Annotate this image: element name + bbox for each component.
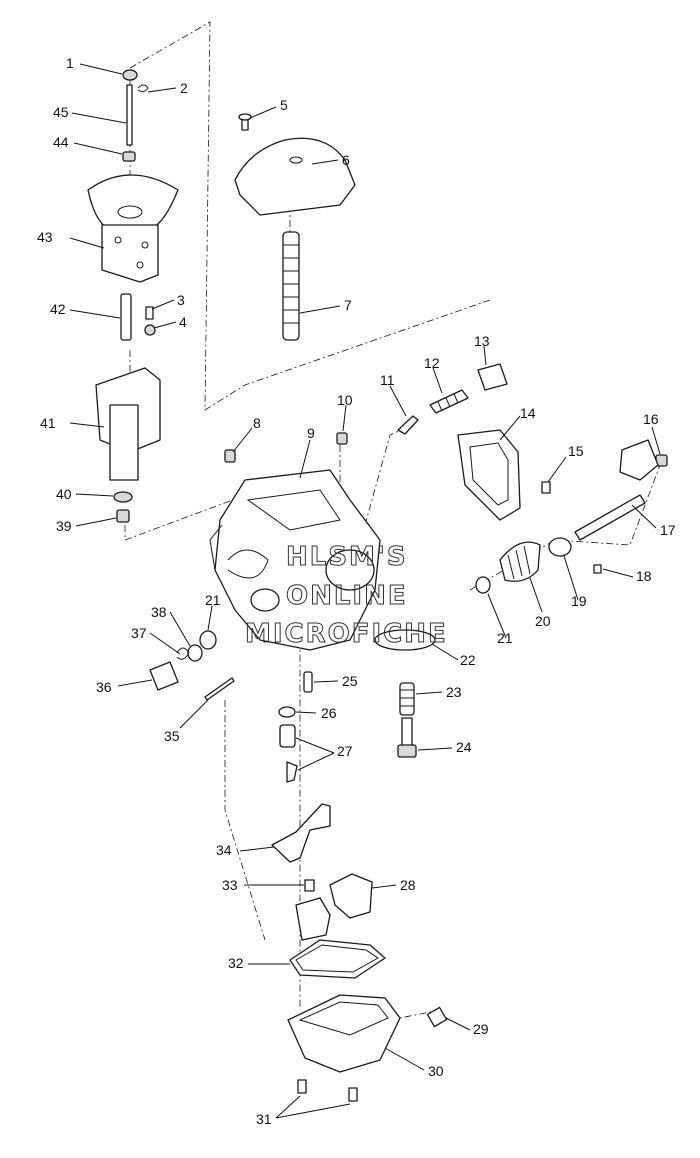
part-9-carburetor-body — [209, 469, 381, 651]
part-22-cap — [374, 629, 436, 651]
part-12-spring — [429, 389, 469, 414]
callout-15: 15 — [568, 443, 584, 459]
callout-45: 45 — [53, 104, 69, 120]
callout-25: 25 — [342, 673, 358, 689]
callout-12: 12 — [424, 355, 440, 371]
callout-21-right: 21 — [497, 630, 513, 646]
callout-23: 23 — [446, 684, 462, 700]
part-40-washer — [113, 491, 133, 503]
callout-34: 34 — [216, 842, 232, 858]
callout-24: 24 — [456, 739, 472, 755]
part-2-clip — [137, 84, 149, 93]
callout-32: 32 — [228, 955, 244, 971]
watermark-line-3: MICROFICHE — [245, 619, 448, 649]
part-23-spring — [399, 682, 415, 716]
part-38-washer — [187, 644, 203, 662]
part-33-screw — [304, 879, 315, 892]
part-15-screw — [541, 481, 551, 494]
watermark: HLSM'S ONLINE MICROFICHE — [245, 542, 448, 650]
part-37-clip — [176, 647, 190, 660]
part-11-pilot-screw — [397, 415, 419, 435]
callout-9: 9 — [307, 425, 315, 441]
callout-5: 5 — [280, 97, 288, 113]
part-5-screw — [238, 113, 252, 131]
callout-22: 22 — [460, 652, 476, 668]
part-14-gasket — [457, 429, 521, 521]
part-26-o-ring — [278, 706, 296, 718]
part-28-float — [295, 873, 373, 941]
part-7-spring — [282, 231, 300, 341]
part-8-screw — [224, 449, 236, 463]
callout-41: 41 — [40, 415, 56, 431]
part-39-nut — [116, 509, 130, 523]
part-25-jet — [303, 671, 313, 693]
part-44-nut — [122, 151, 136, 162]
callout-31: 31 — [256, 1111, 272, 1127]
part-6-cover — [234, 137, 356, 216]
watermark-line-2: ONLINE — [286, 581, 408, 611]
callout-43: 43 — [37, 229, 53, 245]
part-30-float-bowl — [287, 994, 401, 1073]
callout-2: 2 — [180, 80, 188, 96]
callout-21-left: 21 — [205, 592, 221, 608]
part-17-throttle-shaft — [574, 439, 659, 541]
callout-labels: 1 2 3 4 5 6 7 8 9 10 11 12 13 14 15 16 1… — [37, 55, 676, 1127]
part-3-screw — [145, 306, 154, 320]
part-36-cap — [149, 661, 179, 691]
callout-13: 13 — [474, 333, 490, 349]
callout-42: 42 — [50, 301, 66, 317]
part-4-washer — [144, 324, 156, 336]
part-31-screws — [297, 1079, 358, 1102]
part-21-washer-right — [475, 576, 491, 594]
part-10-nut — [336, 432, 348, 445]
part-1-nut — [122, 69, 138, 81]
callout-28: 28 — [400, 877, 416, 893]
part-20-return-spring — [499, 541, 541, 582]
callout-27: 27 — [337, 743, 353, 759]
part-35-pin — [204, 677, 235, 701]
part-24-screw — [397, 717, 417, 758]
callout-26: 26 — [321, 705, 337, 721]
part-21-washer-left — [199, 630, 217, 650]
callout-40: 40 — [56, 486, 72, 502]
callout-18: 18 — [636, 568, 652, 584]
callout-8: 8 — [253, 415, 261, 431]
callout-6: 6 — [342, 152, 350, 168]
assembly-guide-lines — [124, 21, 661, 1021]
part-43-diaphragm — [87, 174, 179, 283]
callout-10: 10 — [337, 392, 353, 408]
callout-39: 39 — [56, 518, 72, 534]
part-19-bushing — [548, 537, 572, 557]
part-27-jets — [279, 724, 298, 783]
part-29-drain-screw — [426, 1006, 448, 1028]
part-45-stem — [126, 84, 133, 146]
callout-11: 11 — [380, 372, 395, 388]
callout-38: 38 — [151, 604, 167, 620]
leader-lines — [69, 63, 661, 1119]
part-41-throttle-slide — [95, 367, 161, 481]
callout-4: 4 — [179, 314, 187, 330]
callout-36: 36 — [96, 679, 112, 695]
callout-29: 29 — [473, 1021, 489, 1037]
watermark-line-1: HLSM'S — [286, 542, 408, 572]
part-18-screw — [593, 564, 602, 574]
callout-37: 37 — [131, 625, 147, 641]
callout-1: 1 — [66, 55, 74, 71]
callout-35: 35 — [164, 728, 180, 744]
callout-3: 3 — [177, 292, 185, 308]
callout-20: 20 — [535, 613, 551, 629]
callout-14: 14 — [520, 405, 536, 421]
callout-44: 44 — [53, 134, 69, 150]
callout-19: 19 — [571, 593, 587, 609]
callout-17: 17 — [660, 522, 676, 538]
part-13-plug — [477, 363, 508, 391]
part-42-needle-jet — [120, 293, 132, 341]
part-32-gasket — [289, 939, 386, 979]
callout-7: 7 — [344, 297, 352, 313]
callout-30: 30 — [428, 1063, 444, 1079]
callout-33: 33 — [222, 877, 238, 893]
callout-16: 16 — [643, 411, 659, 427]
part-34-float-bracket — [271, 803, 331, 863]
